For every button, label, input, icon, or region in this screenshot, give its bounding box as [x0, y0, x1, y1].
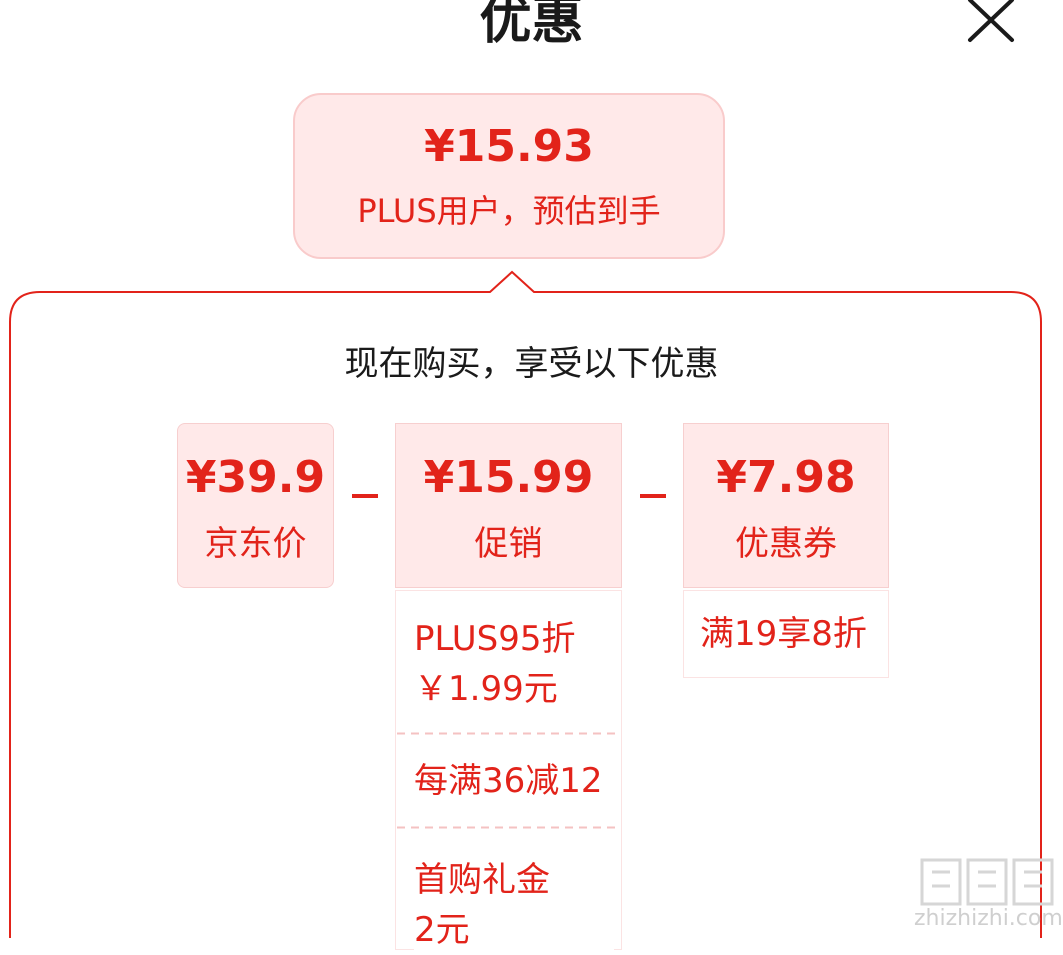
jd-price-label: 京东价 — [204, 524, 307, 564]
jd-price-value: ¥39.9 — [185, 452, 326, 503]
minus-sign — [640, 494, 666, 498]
dashed-divider — [397, 732, 621, 735]
promotion-item: 首购礼金 2元 — [414, 855, 614, 955]
close-icon[interactable] — [962, 0, 1018, 44]
coupon-details — [683, 590, 889, 678]
promotion-item-title: PLUS95折 — [414, 619, 576, 659]
watermark-text: zhizhizhi.com — [914, 906, 1063, 931]
promotion-item-title: 每满36减12 — [414, 761, 603, 801]
promotion-value: ¥15.99 — [423, 452, 594, 503]
promotion-item: PLUS95折 ￥1.99元 — [414, 614, 614, 714]
dashed-divider — [397, 826, 621, 829]
promotion-item-title: 首购礼金 — [414, 860, 550, 900]
coupon-item-title: 满19享8折 — [700, 614, 867, 654]
discount-heading: 现在购买，享受以下优惠 — [344, 344, 719, 384]
promotion-item: 每满36减12 — [414, 756, 619, 806]
promotion-card: ¥15.99 促销 — [395, 423, 622, 588]
coupon-value: ¥7.98 — [716, 452, 856, 503]
minus-sign — [352, 494, 378, 498]
promotion-label: 促销 — [474, 524, 543, 564]
page-title: 优惠 — [479, 0, 584, 51]
estimated-price-label: PLUS用户，预估到手 — [357, 192, 661, 230]
estimated-price-box: ¥15.93 PLUS用户，预估到手 — [293, 93, 725, 259]
coupon-label: 优惠券 — [735, 524, 837, 564]
discount-panel-outline — [9, 270, 1042, 938]
coupon-card: ¥7.98 优惠券 — [683, 423, 889, 588]
promotion-item-amount: ￥1.99元 — [414, 669, 558, 709]
watermark-logo-icon — [920, 858, 1054, 906]
coupon-item: 满19享8折 — [700, 609, 886, 659]
estimated-price: ¥15.93 — [424, 121, 594, 172]
promotion-item-amount: 2元 — [414, 910, 470, 950]
jd-price-card: ¥39.9 京东价 — [177, 423, 334, 588]
